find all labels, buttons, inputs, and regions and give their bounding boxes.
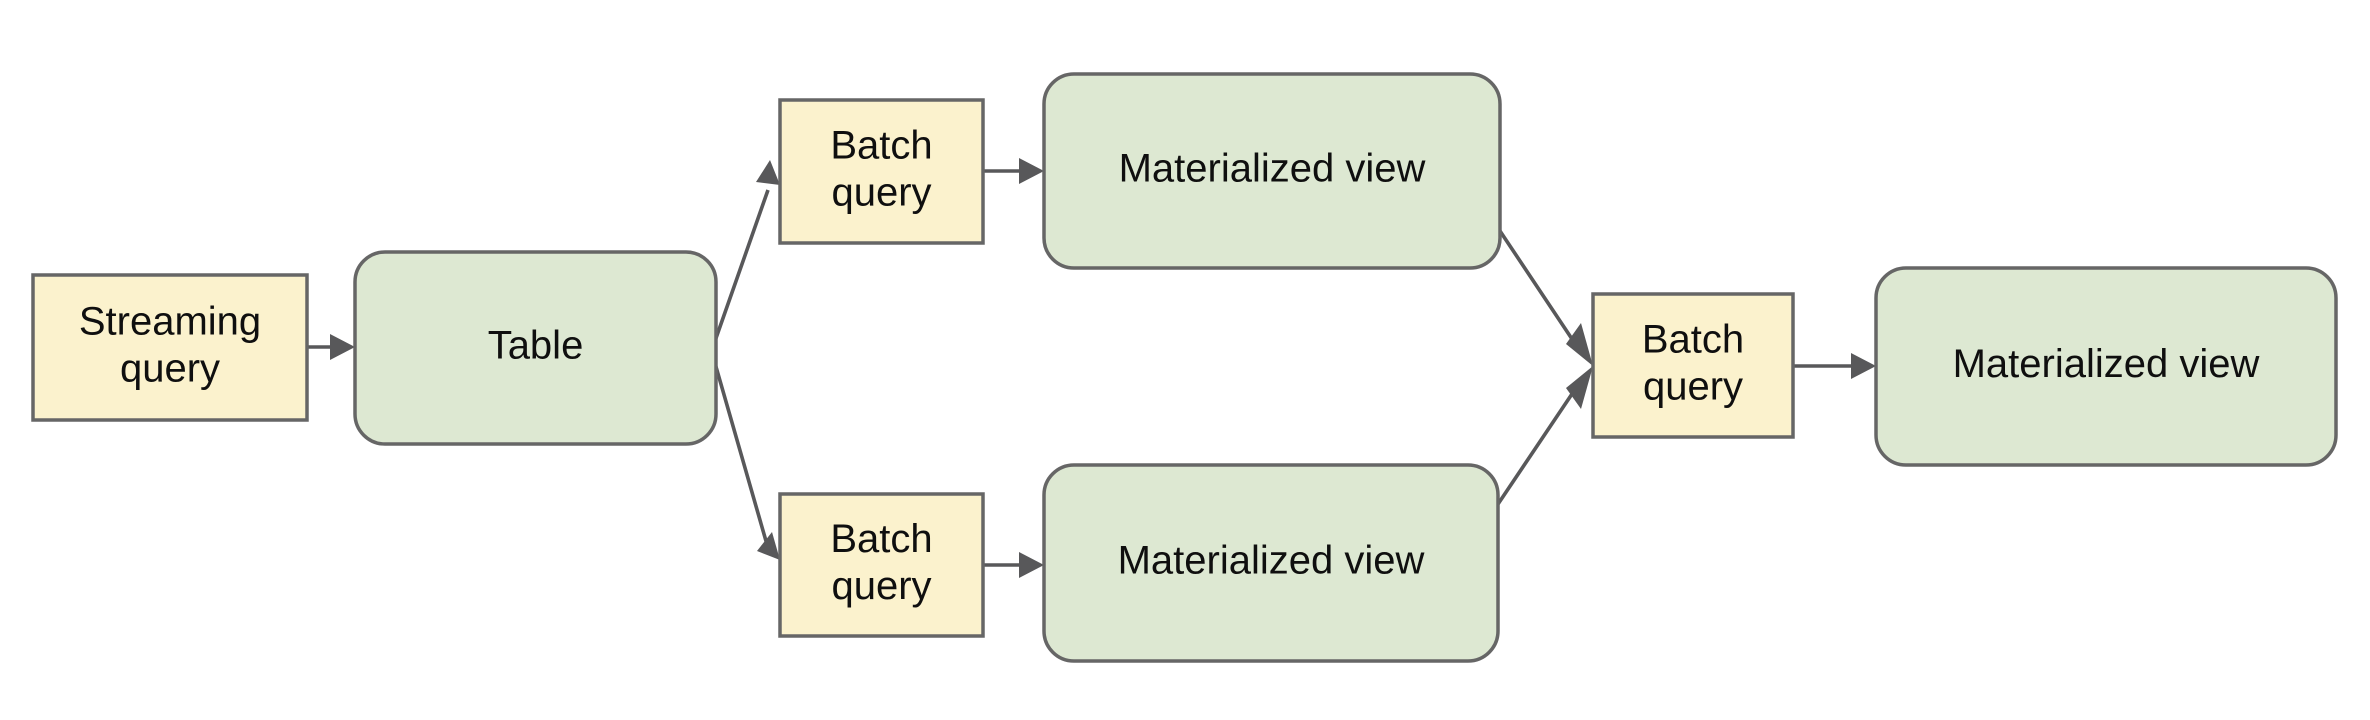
node-materialized-view-top[interactable]: Materialized view [1042,72,1502,270]
node-label-materialized-view-final: Materialized view [1953,342,2260,386]
node-shape-table[interactable] [353,250,718,446]
node-label-batch-query-top: query [831,171,931,215]
node-label-streaming-query: Streaming [79,300,261,344]
arrowhead-table-to-batch-bottom [757,532,780,560]
edge-mv-bottom-to-batch-join [1490,383,1580,515]
arrowhead-batch-bottom-to-mv-bottom [1019,552,1044,578]
node-materialized-view-final[interactable]: Materialized view [1874,266,2338,467]
node-table[interactable]: Table [353,250,718,446]
node-shape-batch-query-top[interactable] [778,98,985,245]
node-shape-batch-query-bottom[interactable] [778,492,985,638]
edge-mv-top-to-batch-join [1492,221,1580,349]
nodes-layer: StreamingqueryTableBatchqueryMaterialize… [31,72,2338,663]
node-shape-materialized-view-bottom[interactable] [1042,463,1500,663]
node-label-materialized-view-top: Materialized view [1119,147,1426,191]
node-label-table: Table [488,324,584,368]
node-label-materialized-view-bottom: Materialized view [1118,539,1425,583]
node-label-batch-query-bottom: Batch [830,517,932,561]
node-shape-materialized-view-top[interactable] [1042,72,1502,270]
node-label-batch-query-join: query [1643,365,1743,409]
arrowhead-table-to-batch-top [756,160,780,185]
node-shape-materialized-view-final[interactable] [1874,266,2338,467]
node-shape-batch-query-join[interactable] [1591,292,1795,439]
arrowhead-mv-bottom-to-batch-join [1566,366,1593,409]
arrowhead-streaming-to-table [330,334,355,360]
node-label-streaming-query: query [120,347,220,391]
node-label-batch-query-bottom: query [831,564,931,608]
arrowhead-mv-top-to-batch-join [1566,323,1593,366]
arrowhead-batch-top-to-mv-top [1019,158,1044,184]
node-materialized-view-bottom[interactable]: Materialized view [1042,463,1500,663]
node-shape-streaming-query[interactable] [31,273,309,422]
arrowhead-batch-join-to-mv-final [1851,353,1876,379]
node-label-batch-query-top: Batch [830,124,932,168]
node-label-batch-query-join: Batch [1642,318,1744,362]
arrowheads-layer [330,158,1876,578]
